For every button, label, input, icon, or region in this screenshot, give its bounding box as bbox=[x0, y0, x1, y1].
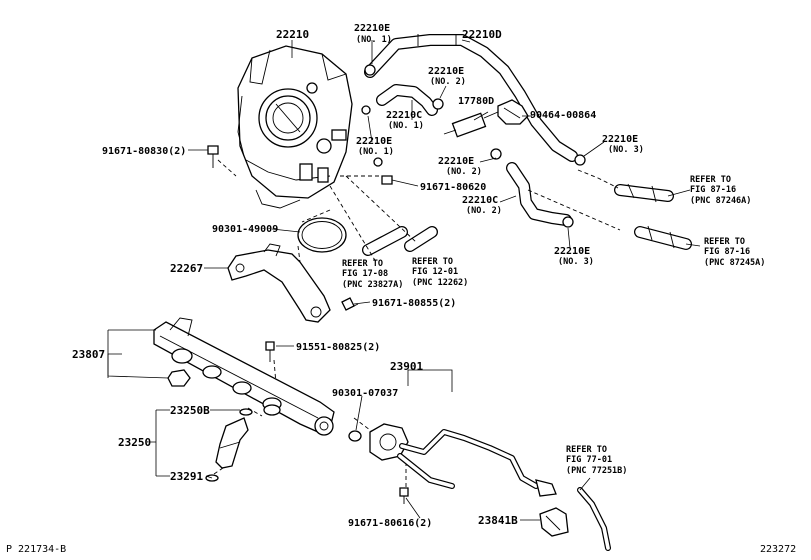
ref4-line2: FIG 12-01 bbox=[412, 267, 458, 277]
callout-labels: 22210 22210E (NO. 1) 22210D 22210E (NO. … bbox=[72, 23, 644, 529]
ref3-line3: (PNC 23827A) bbox=[342, 280, 403, 290]
reference-notes: REFER TO FIG 87-16 (PNC 87246A) REFER TO… bbox=[342, 175, 765, 476]
label-91671-80616: 91671-80616(2) bbox=[348, 518, 432, 529]
label-23250B: 23250B bbox=[170, 404, 210, 417]
label-22210C-n1-no: (NO. 1) bbox=[388, 121, 424, 131]
ref4-line1: REFER TO bbox=[412, 257, 453, 267]
label-22210C-n1: 22210C bbox=[386, 110, 422, 121]
ref1-line2: FIG 87-16 bbox=[690, 185, 736, 195]
ref4-line3: (PNC 12262) bbox=[412, 278, 468, 288]
clamp-23841B bbox=[539, 507, 569, 537]
label-22210E-top-no: (NO. 1) bbox=[356, 35, 392, 45]
ref5-line2: FIG 77-01 bbox=[566, 455, 612, 465]
injector-23250 bbox=[205, 408, 253, 482]
ref3-line2: FIG 17-08 bbox=[342, 269, 388, 279]
ref2-line3: (PNC 87245A) bbox=[704, 258, 765, 268]
label-22210D: 22210D bbox=[462, 28, 502, 41]
label-22210E-n3b: 22210E bbox=[554, 246, 590, 257]
leader-lines bbox=[107, 39, 701, 521]
guide-lines bbox=[213, 159, 621, 488]
label-22210E-r3-no: (NO. 3) bbox=[608, 145, 644, 155]
valve-90464-00864 bbox=[497, 99, 529, 125]
ref5-line1: REFER TO bbox=[566, 445, 607, 455]
label-22210E-n3b-no: (NO. 3) bbox=[558, 257, 594, 267]
label-17780D: 17780D bbox=[458, 96, 494, 107]
label-23807: 23807 bbox=[72, 348, 105, 361]
ref1-line3: (PNC 87246A) bbox=[690, 196, 751, 206]
vsv-17780D bbox=[443, 111, 499, 138]
label-22210C-n2: 22210C bbox=[462, 195, 498, 206]
nut bbox=[167, 369, 191, 387]
label-91551-80825: 91551-80825(2) bbox=[296, 342, 380, 353]
label-22210E-n2b: 22210E bbox=[438, 156, 474, 167]
label-23250: 23250 bbox=[118, 436, 151, 449]
label-22210E-n2b-no: (NO. 2) bbox=[446, 167, 482, 177]
bracket-22267 bbox=[227, 243, 331, 323]
o-ring-90301-07037 bbox=[348, 430, 362, 442]
label-22210: 22210 bbox=[276, 28, 309, 41]
ref2-line2: FIG 87-16 bbox=[704, 247, 750, 257]
label-23841B: 23841B bbox=[478, 514, 518, 527]
label-90301-07037: 90301-07037 bbox=[332, 388, 398, 399]
ref3-line1: REFER TO bbox=[342, 259, 383, 269]
label-22210E-r3: 22210E bbox=[602, 134, 638, 145]
label-22210E-mid: 22210E bbox=[356, 136, 392, 147]
footer-right-code: 223272 bbox=[760, 544, 796, 555]
label-91671-80830: 91671-80830(2) bbox=[102, 146, 186, 157]
label-91671-80855: 91671-80855(2) bbox=[372, 298, 456, 309]
label-90464-00864: 90464-00864 bbox=[530, 110, 596, 121]
ref1-line1: REFER TO bbox=[690, 175, 731, 185]
fuel-pipe-23901 bbox=[369, 423, 557, 497]
fuel-rail-23807 bbox=[153, 317, 335, 436]
label-22210E-n2-no: (NO. 2) bbox=[430, 77, 466, 87]
label-22210E-n2: 22210E bbox=[428, 66, 464, 77]
label-22210E-top: 22210E bbox=[354, 23, 390, 34]
label-91671-80620: 91671-80620 bbox=[420, 182, 486, 193]
label-23291: 23291 bbox=[170, 470, 203, 483]
throttle-body-22210 bbox=[237, 45, 353, 209]
ref5-line3: (PNC 77251B) bbox=[566, 466, 627, 476]
label-22210C-n2-no: (NO. 2) bbox=[466, 206, 502, 216]
label-22267: 22267 bbox=[170, 262, 203, 275]
bolts bbox=[207, 145, 409, 504]
ref2-line1: REFER TO bbox=[704, 237, 745, 247]
label-23901: 23901 bbox=[390, 360, 423, 373]
label-90301-49009: 90301-49009 bbox=[212, 224, 278, 235]
label-22210E-mid-no: (NO. 1) bbox=[358, 147, 394, 157]
footer-left-code: P 221734-B bbox=[6, 544, 66, 555]
hose-clamps bbox=[361, 64, 586, 228]
gasket-90301-49009 bbox=[297, 217, 347, 253]
